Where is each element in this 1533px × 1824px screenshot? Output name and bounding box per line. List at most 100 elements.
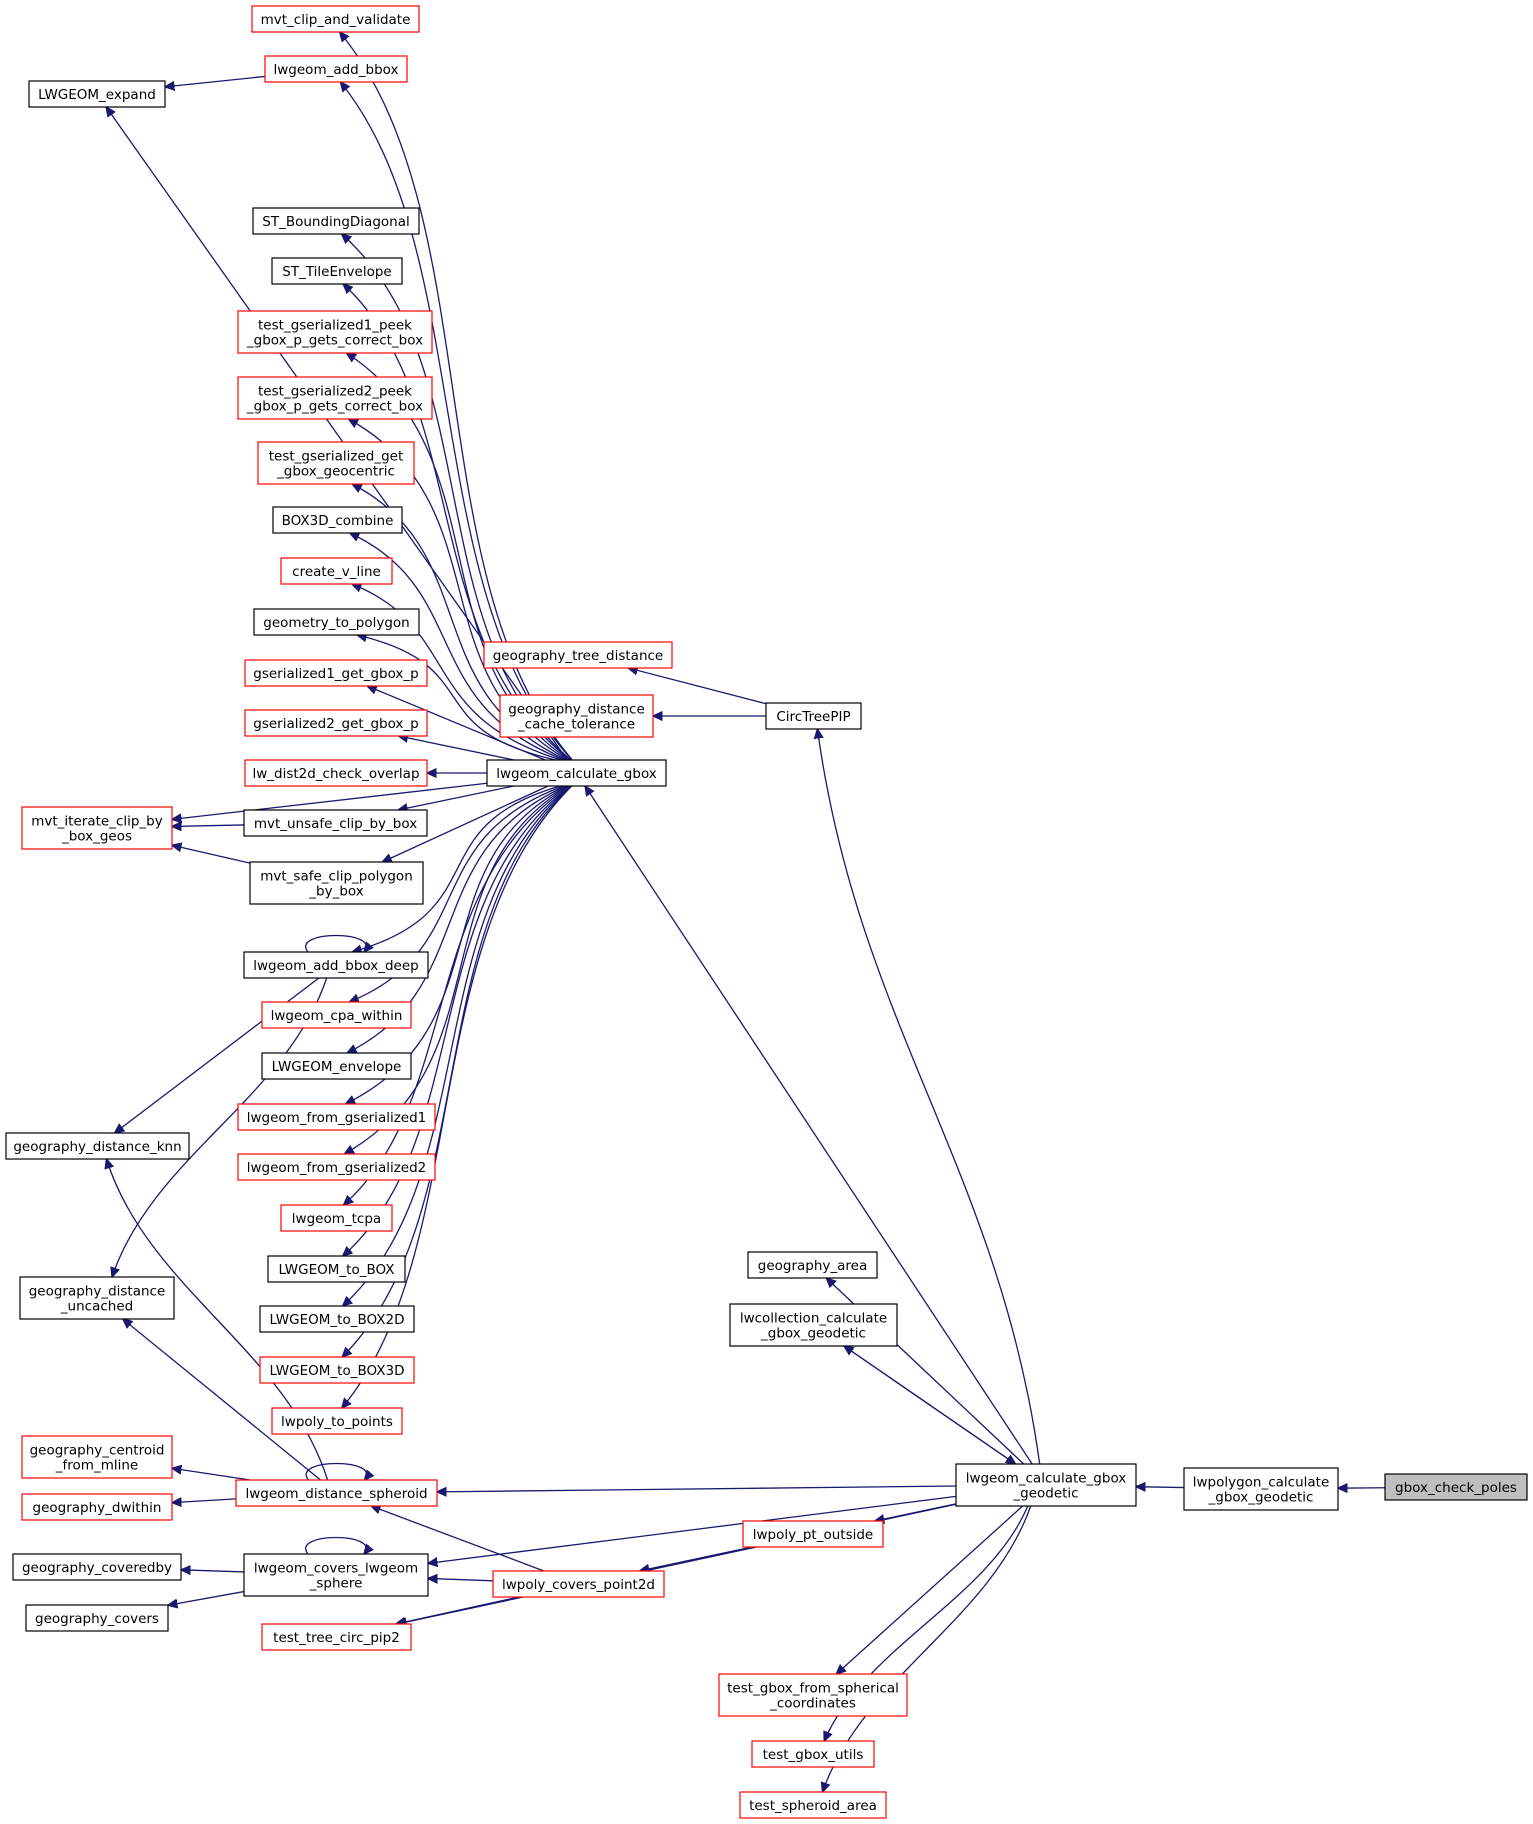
node-geometry-to-polygon[interactable]: geometry_to_polygon <box>253 608 420 636</box>
node-lwgeom-tcpa[interactable]: lwgeom_tcpa <box>280 1204 393 1232</box>
node-lwgeom-cpa-within[interactable]: lwgeom_cpa_within <box>261 1001 412 1029</box>
node-mvt-unsafe-clip-by-box[interactable]: mvt_unsafe_clip_by_box <box>243 809 428 837</box>
node-lwpoly-pt-outside[interactable]: lwpoly_pt_outside <box>742 1520 884 1548</box>
node-label: lwpolygon_calculate <box>1193 1475 1330 1491</box>
node-gbox-check-poles[interactable]: gbox_check_poles <box>1384 1473 1528 1501</box>
node-geography-distance-knn[interactable]: geography_distance_knn <box>5 1132 190 1160</box>
node-lwgeom-to-box[interactable]: LWGEOM_to_BOX <box>267 1255 406 1283</box>
node-st-tileenvelope[interactable]: ST_TileEnvelope <box>271 257 403 285</box>
edge-lwpoly-covers-point2d-to-lwgeom-covers-lwgeom-sphere <box>428 1578 494 1580</box>
node-box <box>751 1740 875 1768</box>
node-label: lwgeom_from_gserialized1 <box>247 1110 427 1126</box>
node-gserialized2-get-gbox-p[interactable]: gserialized2_get_gbox_p <box>244 709 428 737</box>
node-lwgeom-to-box3d[interactable]: LWGEOM_to_BOX3D <box>259 1356 415 1384</box>
node-gserialized1-get-gbox-p[interactable]: gserialized1_get_gbox_p <box>244 659 428 687</box>
node-geography-coveredby[interactable]: geography_coveredby <box>12 1553 182 1581</box>
node-box <box>280 1204 393 1232</box>
node-box <box>271 1407 403 1435</box>
edge-lwgeom-add-bbox-to-lwgeom-expand <box>165 75 266 86</box>
node-geography-dwithin[interactable]: geography_dwithin <box>21 1493 173 1521</box>
node-label: test_spheroid_area <box>749 1798 877 1814</box>
node-label: geography_coveredby <box>22 1560 172 1576</box>
node-create-v-line[interactable]: create_v_line <box>280 557 393 585</box>
node-test-gser-get-geocentric[interactable]: test_gserialized_get_gbox_geocentric <box>257 441 415 485</box>
node-geography-area[interactable]: geography_area <box>747 1251 878 1279</box>
node-geography-covers[interactable]: geography_covers <box>25 1604 169 1632</box>
node-test-tree-circ-pip2[interactable]: test_tree_circ_pip2 <box>261 1623 412 1651</box>
node-label: test_tree_circ_pip2 <box>273 1630 400 1646</box>
node-st-boundingdiagonal[interactable]: ST_BoundingDiagonal <box>252 207 420 235</box>
node-geography-tree-distance[interactable]: geography_tree_distance <box>483 641 673 669</box>
node-geography-distance-cache-tolerance[interactable]: geography_distance_cache_tolerance <box>499 694 654 738</box>
node-box <box>257 441 415 485</box>
node-lwgeom-add-bbox-deep[interactable]: lwgeom_add_bbox_deep <box>243 951 429 979</box>
node-label: test_gserialized_get <box>269 449 404 465</box>
node-lwgeom-covers-lwgeom-sphere[interactable]: lwgeom_covers_lwgeom_sphere <box>243 1553 429 1597</box>
node-box <box>280 557 393 585</box>
node-lwgeom-calculate-gbox-geodetic[interactable]: lwgeom_calculate_gbox_geodetic <box>955 1463 1137 1507</box>
node-label: geography_distance_knn <box>13 1139 181 1155</box>
node-box <box>19 1276 175 1320</box>
node-label: _uncached <box>60 1299 133 1315</box>
node-mvt-clip-and-validate[interactable]: mvt_clip_and_validate <box>251 5 420 33</box>
node-box <box>253 608 420 636</box>
edge-lwgeom-calculate-gbox-geodetic-to-circtreepip <box>817 729 1041 1465</box>
node-label: gbox_check_poles <box>1395 1480 1517 1496</box>
node-lwgeom-expand[interactable]: LWGEOM_expand <box>28 80 166 108</box>
edge-lwgeom-calculate-gbox-to-gserialized2-get-gbox-p <box>399 736 515 761</box>
edge-lwgeom-calculate-gbox-to-mvt-iterate-clip-by-box-geos <box>172 782 488 819</box>
node-label: _from_mline <box>55 1458 138 1474</box>
node-box <box>28 80 166 108</box>
node-box <box>492 1570 665 1598</box>
node-test-spheroid-area[interactable]: test_spheroid_area <box>739 1791 887 1819</box>
node-box <box>1183 1467 1339 1511</box>
node-box <box>251 5 420 33</box>
edge-lwcollection-calculate-gbox-geodetic-to-lwgeom-calculate-gbox-geodetic <box>843 1345 1015 1464</box>
node-lwgeom-distance-spheroid[interactable]: lwgeom_distance_spheroid <box>235 1479 438 1507</box>
edge-lwgeom-covers-lwgeom-sphere-to-geography-covers <box>168 1590 245 1606</box>
node-lwgeom-add-bbox[interactable]: lwgeom_add_bbox <box>264 55 408 83</box>
node-lwgeom-from-gserialized2[interactable]: lwgeom_from_gserialized2 <box>237 1153 436 1181</box>
node-label: _gbox_geocentric <box>276 464 395 480</box>
node-box <box>237 1103 436 1131</box>
edge-lwgeom-calculate-gbox-to-mvt-clip-and-validate <box>340 32 573 761</box>
node-geography-distance-uncached[interactable]: geography_distance_uncached <box>19 1276 175 1320</box>
node-lwpolygon-calculate-gbox-geodetic[interactable]: lwpolygon_calculate_gbox_geodetic <box>1183 1467 1339 1511</box>
node-label: test_gserialized1_peek <box>258 318 412 334</box>
node-mvt-iterate-clip-by-box-geos[interactable]: mvt_iterate_clip_by_box_geos <box>21 806 173 850</box>
node-label: geography_covers <box>35 1611 159 1627</box>
node-box <box>252 207 420 235</box>
node-test-gser1-peek[interactable]: test_gserialized1_peek_gbox_p_gets_corre… <box>237 310 433 354</box>
node-box <box>244 759 428 787</box>
node-mvt-safe-clip-polygon-by-box[interactable]: mvt_safe_clip_polygon_by_box <box>249 861 424 905</box>
node-test-gbox-utils[interactable]: test_gbox_utils <box>751 1740 875 1768</box>
node-geography-centroid-from-mline[interactable]: geography_centroid_from_mline <box>21 1435 173 1479</box>
edge-lwgeom-calculate-gbox-to-create-v-line <box>352 584 562 761</box>
node-box <box>259 1356 415 1384</box>
node-label: lwgeom_tcpa <box>292 1211 381 1227</box>
node-circtreepip[interactable]: CircTreePIP <box>765 702 862 730</box>
node-box <box>25 1604 169 1632</box>
node-lwpoly-to-points[interactable]: lwpoly_to_points <box>271 1407 403 1435</box>
node-box <box>237 310 433 354</box>
edge-lwgeom-calculate-gbox-geodetic-to-lwgeom-calculate-gbox <box>585 786 1033 1465</box>
node-label: gserialized2_get_gbox_p <box>253 716 419 732</box>
node-box <box>249 861 424 905</box>
node-lwcollection-calculate-gbox-geodetic[interactable]: lwcollection_calculate_gbox_geodetic <box>729 1303 898 1347</box>
node-lwgeom-envelope[interactable]: LWGEOM_envelope <box>261 1052 412 1080</box>
node-test-gser2-peek[interactable]: test_gserialized2_peek_gbox_p_gets_corre… <box>237 376 433 420</box>
edge-lwgeom-calculate-gbox-to-lwgeom-add-bbox <box>340 82 573 761</box>
node-label: CircTreePIP <box>776 709 850 725</box>
node-test-gbox-from-spherical-coordinates[interactable]: test_gbox_from_spherical_coordinates <box>718 1673 908 1717</box>
node-box <box>21 806 173 850</box>
node-label: _by_box <box>308 884 363 900</box>
node-lwpoly-covers-point2d[interactable]: lwpoly_covers_point2d <box>492 1570 665 1598</box>
node-label: _box_geos <box>61 829 132 845</box>
node-lw-dist2d-check-overlap[interactable]: lw_dist2d_check_overlap <box>244 759 428 787</box>
node-lwgeom-from-gserialized1[interactable]: lwgeom_from_gserialized1 <box>237 1103 436 1131</box>
node-label: LWGEOM_expand <box>38 87 156 103</box>
node-lwgeom-calculate-gbox[interactable]: lwgeom_calculate_gbox <box>486 759 667 787</box>
node-lwgeom-to-box2d[interactable]: LWGEOM_to_BOX2D <box>259 1305 415 1333</box>
node-box3d-combine[interactable]: BOX3D_combine <box>272 506 403 534</box>
